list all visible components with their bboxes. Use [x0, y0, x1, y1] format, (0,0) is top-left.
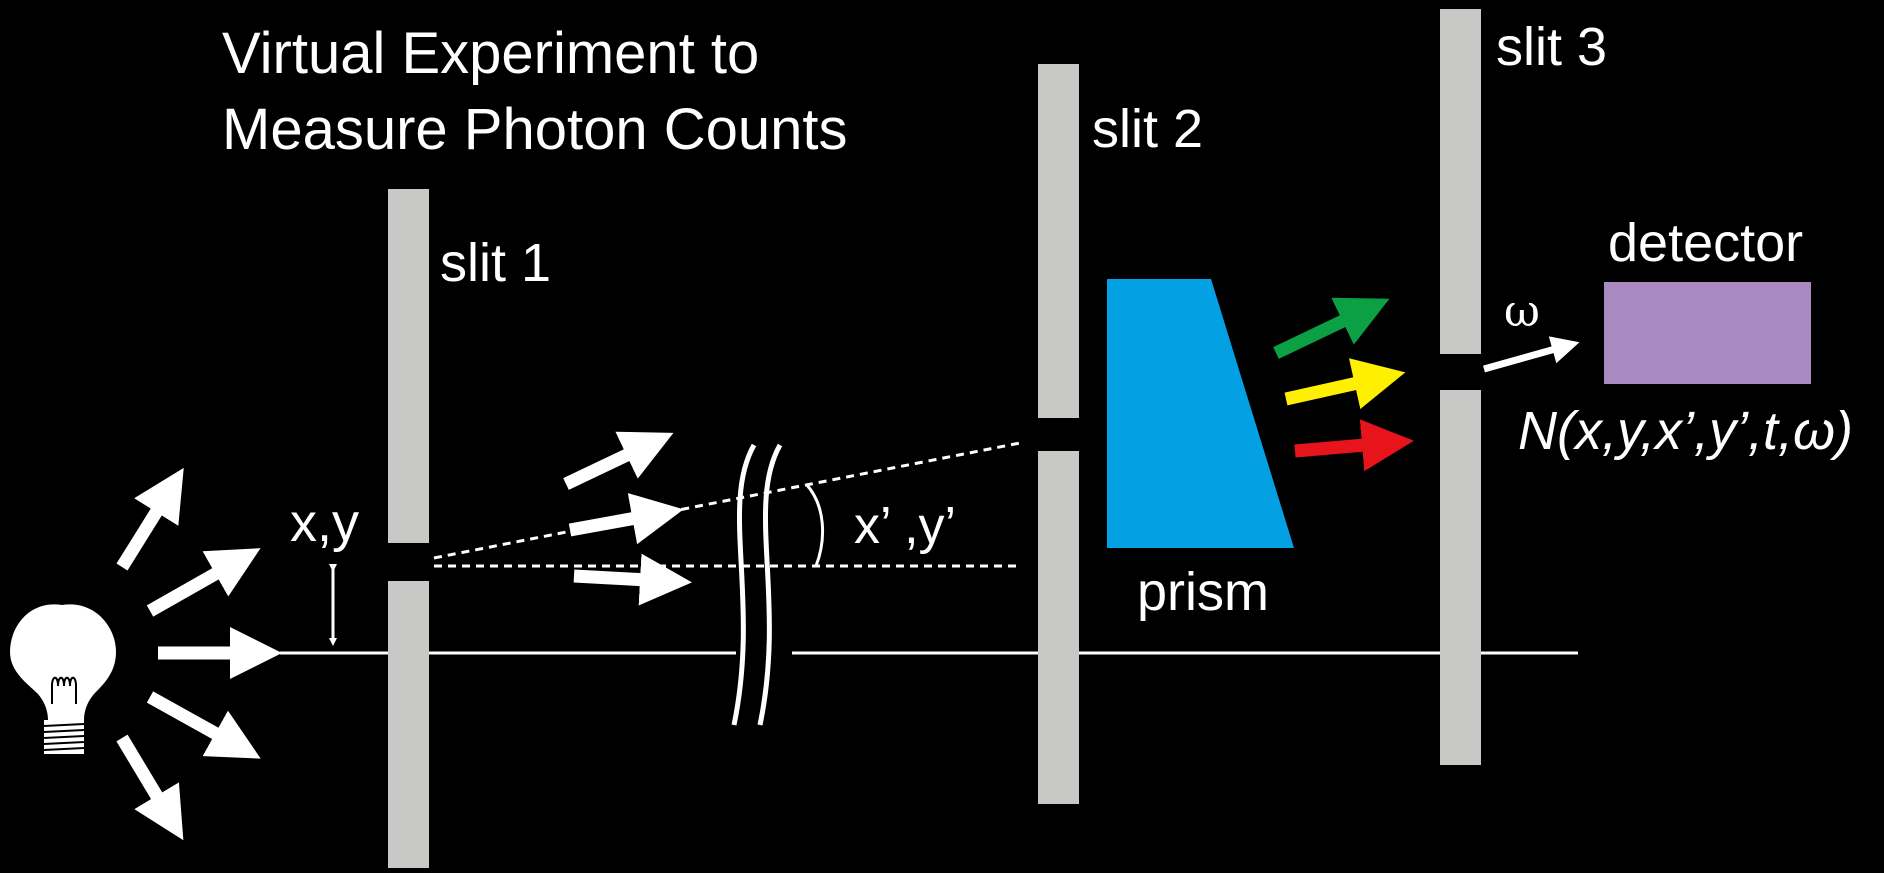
slit-3: [1440, 9, 1481, 765]
transmitted-ray-1: [563, 431, 674, 490]
label-angle: x’ ,y’: [854, 497, 957, 555]
ray-red: [1294, 419, 1414, 472]
light-bulb-icon: [10, 604, 116, 754]
prism: [1107, 279, 1294, 548]
slit-1: [388, 189, 429, 868]
angle-arc: [804, 482, 825, 567]
transmitted-ray-3: [573, 553, 692, 606]
bulb-rays: [116, 467, 282, 841]
label-prism: prism: [1137, 562, 1269, 622]
transmitted-rays: [563, 431, 692, 606]
ray-yellow: [1284, 358, 1406, 410]
label-photon-count: N(x,y,x’,y’,t,ω): [1518, 401, 1854, 461]
bulb-ray-2: [146, 548, 261, 617]
label-detector: detector: [1608, 213, 1804, 273]
dashed-rays: [433, 441, 1021, 568]
label-slit-3: slit 3: [1496, 17, 1608, 77]
label-frequency: ω: [1504, 286, 1540, 337]
bulb-ray-1: [116, 467, 184, 571]
title-line-1: Virtual Experiment to: [222, 21, 760, 86]
ray-green: [1273, 297, 1390, 359]
diagram-title: Virtual Experiment to Measure Photon Cou…: [222, 16, 847, 168]
slit-2: [1038, 64, 1079, 804]
axis-break: [731, 443, 783, 726]
detector: [1604, 282, 1811, 384]
label-slit-1: slit 1: [440, 233, 552, 293]
title-line-2: Measure Photon Counts: [222, 97, 848, 162]
ray-to-detector: [1483, 336, 1580, 373]
label-slit-2: slit 2: [1092, 99, 1204, 159]
bulb-ray-4: [146, 691, 261, 759]
bulb-ray-5: [116, 734, 184, 841]
label-position: x,y: [290, 493, 360, 553]
